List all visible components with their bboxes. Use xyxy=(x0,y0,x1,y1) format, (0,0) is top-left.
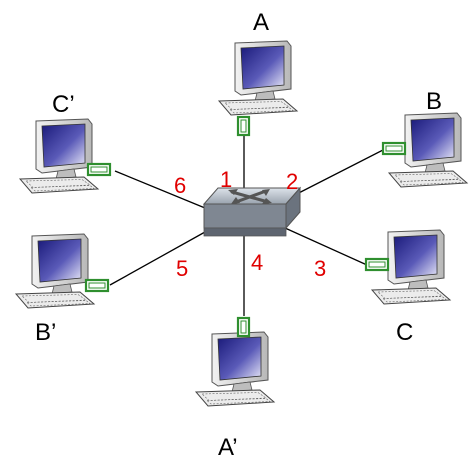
links xyxy=(109,136,384,316)
port-label-3: 3 xyxy=(314,256,326,281)
host-b xyxy=(381,112,468,188)
port-label-4: 4 xyxy=(251,250,263,275)
link-c xyxy=(284,227,368,266)
host-a2 xyxy=(195,316,275,407)
link-b2 xyxy=(109,231,206,286)
host-label-b2: B’ xyxy=(35,319,56,346)
host-label-a: A xyxy=(253,9,269,36)
computer-icon xyxy=(195,331,275,407)
adapter-icon xyxy=(236,115,251,137)
adapter-icon xyxy=(86,162,112,177)
computer-icon xyxy=(218,40,298,116)
host-label-b: B xyxy=(426,88,442,115)
host-b2 xyxy=(15,233,110,309)
adapter-icon xyxy=(236,316,251,338)
computer-icon xyxy=(19,118,99,194)
link-c2 xyxy=(114,170,206,209)
adapter-icon xyxy=(364,257,390,272)
port-label-6: 6 xyxy=(174,173,186,198)
host-label-a2: A’ xyxy=(218,434,238,461)
link-b xyxy=(284,149,384,201)
host-label-c: C xyxy=(396,319,413,346)
computer-icon xyxy=(15,233,95,309)
host-c xyxy=(364,229,451,305)
adapter-icon xyxy=(381,141,407,156)
host-c2 xyxy=(19,118,112,194)
switch-icon xyxy=(202,186,302,237)
port-label-2: 2 xyxy=(286,169,298,194)
port-label-5: 5 xyxy=(176,256,188,281)
host-label-c2: C’ xyxy=(52,91,75,118)
adapter-icon xyxy=(84,278,110,293)
port-label-1: 1 xyxy=(220,167,232,192)
host-a xyxy=(218,40,298,137)
